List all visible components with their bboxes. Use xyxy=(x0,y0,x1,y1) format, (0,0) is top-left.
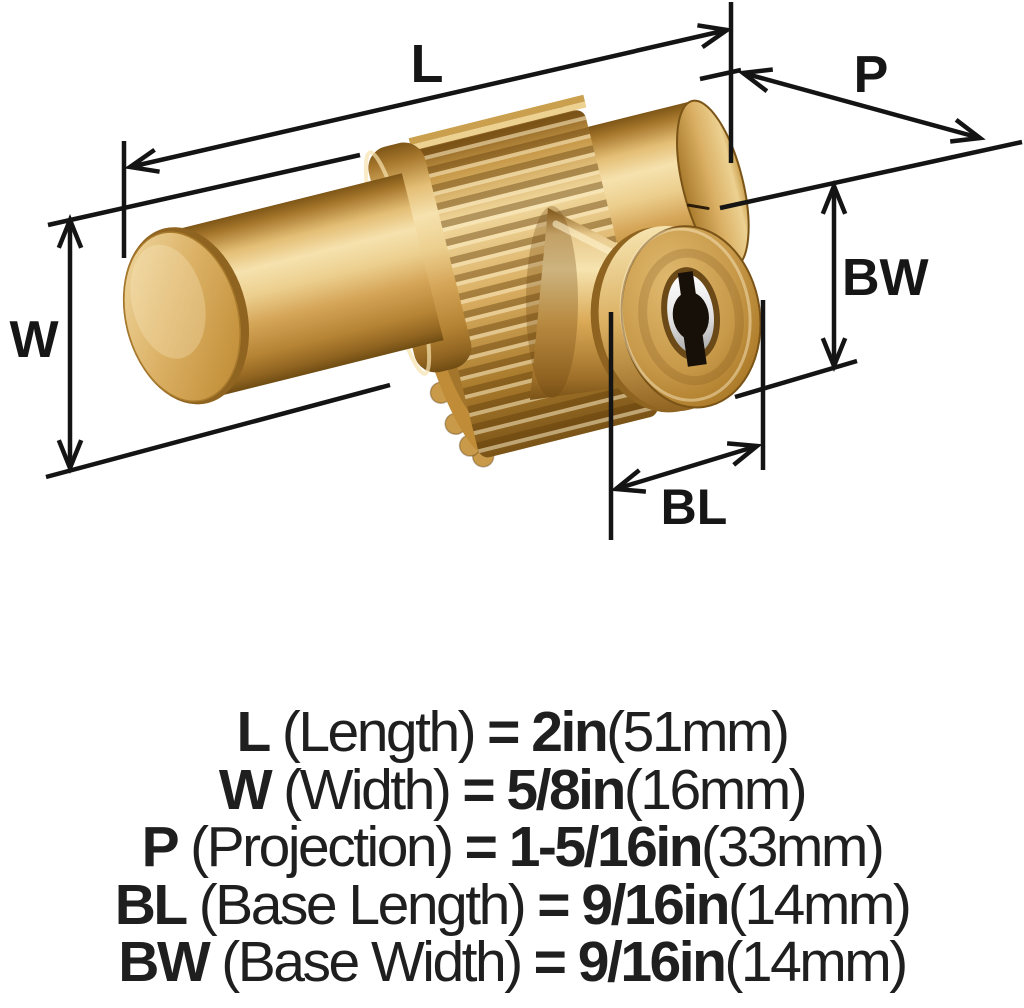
knurl-ridge-groove xyxy=(426,199,608,251)
bw-arrowhead-bottom xyxy=(820,337,848,373)
spec-value: = 9/16in xyxy=(537,872,730,937)
dimension-lines xyxy=(56,2,1023,540)
knurl-ridge-groove xyxy=(413,145,595,197)
spec-metric: (16mm) xyxy=(623,757,808,822)
spec-descriptor: (Width) xyxy=(283,757,452,822)
knob-face-highlight xyxy=(130,244,206,359)
spec-metric: (51mm) xyxy=(606,700,790,764)
l-dimension-line xyxy=(129,27,728,170)
l-dimension-label: L xyxy=(411,34,444,94)
front-plane-extension-line xyxy=(47,152,361,228)
knurl-top-ridge-highlight xyxy=(406,101,587,152)
w-arrowhead-bottom xyxy=(56,439,84,475)
knurl-ridge-highlight xyxy=(410,133,591,183)
screw-hole xyxy=(661,267,721,367)
spec-row-length: L (Length) = 2in (51mm) xyxy=(0,700,1024,764)
stem-root-shadow xyxy=(526,206,578,398)
spec-row-base-length: BL (Base Length) = 9/16in (14mm) xyxy=(0,872,1024,937)
plate-brushed-ring xyxy=(638,248,744,386)
plate-bar-gap xyxy=(686,203,710,210)
spec-metric: (33mm) xyxy=(701,815,885,879)
p-arrowhead-right xyxy=(949,118,986,144)
bl-arrowhead-left xyxy=(610,468,647,494)
bl-dimension-line xyxy=(615,443,758,492)
knurl-ridge-highlight xyxy=(477,404,659,454)
knurl-top-ridge xyxy=(408,94,585,146)
spec-metric: (14mm) xyxy=(727,872,912,937)
spec-row-projection: P (Projection) = 1-5/16in (33mm) xyxy=(0,815,1024,879)
spec-value: = 2in xyxy=(487,700,608,764)
knurl-ridge-groove xyxy=(417,163,599,215)
bw-arrowhead-top xyxy=(820,179,848,215)
p-dimension-line xyxy=(742,70,981,141)
bw-dimension-label: BW xyxy=(842,249,930,307)
spec-row-width: W (Width) = 5/8in (16mm) xyxy=(0,757,1024,822)
plate-face-highlight-ring xyxy=(619,227,752,402)
spec-text-block: L (Length) = 2in (51mm) W (Width) = 5/8i… xyxy=(0,700,1024,994)
spec-descriptor: (Length) xyxy=(281,700,477,764)
knurl-ridge-highlight xyxy=(423,188,605,237)
spec-descriptor: (Projection) xyxy=(190,815,454,879)
spec-descriptor: (Base Length) xyxy=(198,872,527,937)
knurl-ridge-highlight xyxy=(414,151,596,201)
knob-bar-front xyxy=(122,142,472,405)
base-plate xyxy=(590,203,762,413)
p-dimension-label: P xyxy=(854,46,889,104)
bw-extension-line-bottom xyxy=(734,358,858,400)
spec-value: = 1-5/16in xyxy=(464,815,704,879)
front-plane-extension-line-right xyxy=(699,67,742,82)
l-arrowhead-left xyxy=(124,147,160,174)
spec-code: BW xyxy=(118,930,210,994)
spec-value: = 5/8in xyxy=(462,757,626,822)
spec-code: P xyxy=(141,815,180,879)
spec-value: = 9/16in xyxy=(533,930,727,994)
l-arrowhead-right xyxy=(697,23,733,50)
dimension-annotations: L P W BW BL xyxy=(9,2,1023,540)
spec-metric: (14mm) xyxy=(724,930,908,994)
spec-code: W xyxy=(218,757,273,822)
knurl-ridge-groove xyxy=(404,109,586,161)
spec-row-base-width: BW (Base Width) = 9/16in (14mm) xyxy=(0,930,1024,994)
bl-dimension-label: BL xyxy=(661,479,728,535)
spec-descriptor: (Base Width) xyxy=(221,930,523,994)
bottom-extension-line xyxy=(45,382,391,480)
dimension-diagram: L P W BW BL xyxy=(9,2,1023,540)
w-dimension-label: W xyxy=(9,311,59,369)
knurl-ridge-groove xyxy=(471,379,653,432)
bl-arrowhead-right xyxy=(726,441,763,467)
knurl-ridge-highlight xyxy=(419,169,600,219)
keyway-center xyxy=(672,291,709,340)
knurl-ridge-groove xyxy=(422,181,604,233)
knurl-ridge-highlight xyxy=(405,115,587,165)
p-extension-line xyxy=(719,139,1023,211)
p-arrowhead-left xyxy=(737,67,774,93)
w-arrowhead-top xyxy=(56,213,84,249)
spec-code: BL xyxy=(114,872,188,937)
knob-face xyxy=(123,231,242,403)
spec-code: L xyxy=(236,700,272,764)
knurl-ridge-groove xyxy=(408,127,590,179)
